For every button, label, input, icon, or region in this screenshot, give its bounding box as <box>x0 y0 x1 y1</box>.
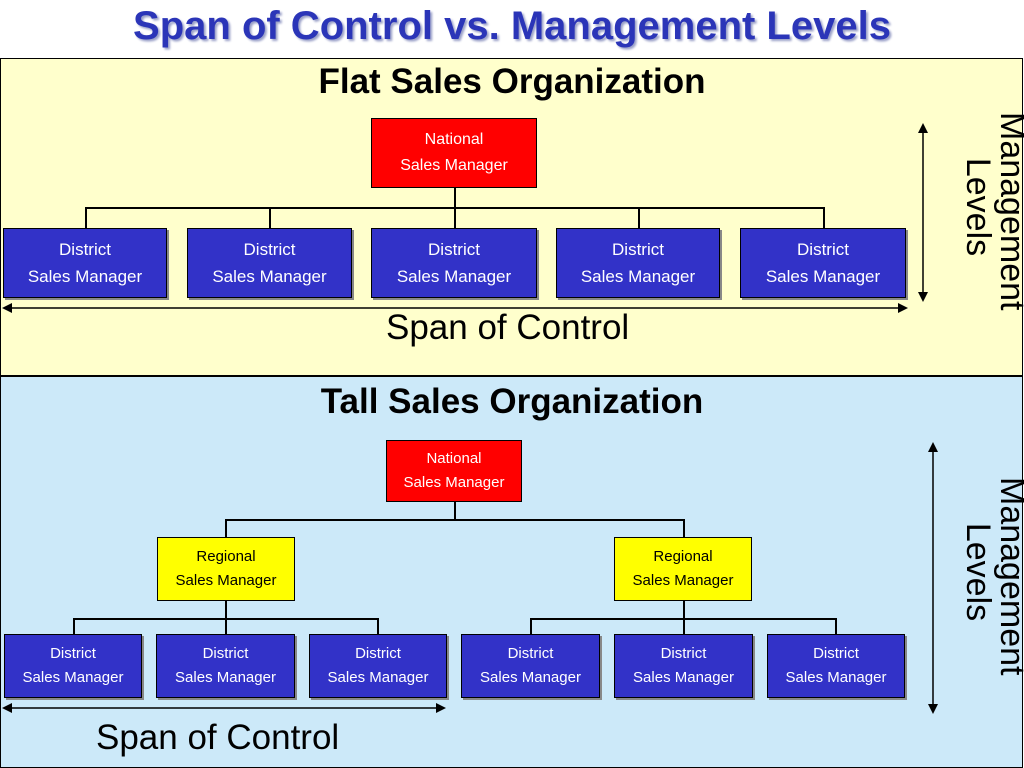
flat-district-sales-manager-box: District Sales Manager <box>187 228 352 298</box>
tall-connector-drop <box>73 618 75 635</box>
flat-district-sales-manager-box: District Sales Manager <box>740 228 906 298</box>
tall-connector-drop <box>377 618 379 635</box>
tall-district-sales-manager-box: District Sales Manager <box>767 634 905 698</box>
box-label-line2: Sales Manager <box>632 572 734 589</box>
tall-connector-drop <box>225 519 227 538</box>
flat-national-sales-manager-box: National Sales Manager <box>371 118 537 188</box>
flat-organization-heading: Flat Sales Organization <box>318 62 706 101</box>
tall-management-levels-label: Management Levels <box>957 477 1024 676</box>
tall-span-of-control-label: Span of Control <box>96 718 340 757</box>
box-label-line2: Sales Manager <box>22 669 124 686</box>
tall-district-sales-manager-box: District Sales Manager <box>156 634 295 698</box>
flat-district-sales-manager-box: District Sales Manager <box>556 228 720 298</box>
box-label-line1: National <box>424 131 484 149</box>
box-label-line1: District <box>243 239 296 259</box>
box-label-line1: District <box>59 239 111 259</box>
levels-label-line2: Levels <box>959 157 997 257</box>
box-label-line1: Regional <box>653 548 713 565</box>
tall-connector-drop <box>530 618 532 635</box>
box-label-line1: District <box>202 645 249 662</box>
flat-connector-drop <box>85 207 87 228</box>
tall-district-sales-manager-box: District Sales Manager <box>614 634 753 698</box>
levels-label-line2: Levels <box>959 522 997 622</box>
tall-connector-drop <box>835 618 837 635</box>
tall-district-sales-manager-box: District Sales Manager <box>309 634 447 698</box>
box-label-line1: District <box>507 645 554 662</box>
flat-connector-drop <box>638 207 640 228</box>
tall-connector-trunk <box>225 601 227 619</box>
box-label-line2: Sales Manager <box>400 157 508 174</box>
tall-connector-trunk <box>683 601 685 619</box>
box-label-line2: Sales Manager <box>212 267 327 286</box>
box-label-line2: Sales Manager <box>175 669 276 686</box>
box-label-line1: District <box>797 239 849 259</box>
box-label-line2: Sales Manager <box>175 572 277 589</box>
tall-connector-trunk <box>454 502 456 520</box>
box-label-line2: Sales Manager <box>27 267 143 286</box>
box-label-line2: Sales Manager <box>785 669 887 686</box>
tall-regional-sales-manager-box: Regional Sales Manager <box>157 537 295 601</box>
tall-national-sales-manager-box: National Sales Manager <box>386 440 522 502</box>
flat-district-sales-manager-box: District Sales Manager <box>3 228 167 298</box>
box-label-line1: District <box>428 239 480 259</box>
box-label-line1: District <box>50 645 96 662</box>
tall-connector-bar <box>225 519 685 521</box>
flat-district-sales-manager-box: District Sales Manager <box>371 228 537 298</box>
flat-organization-panel <box>0 58 1023 376</box>
box-label-line2: Sales Manager <box>580 267 696 286</box>
flat-management-levels-label: Management Levels <box>957 112 1024 311</box>
tall-regional-sales-manager-box: Regional Sales Manager <box>614 537 752 601</box>
flat-connector-drop <box>269 207 271 228</box>
levels-label-line1: Management <box>993 112 1024 311</box>
box-label-line2: Sales Manager <box>403 474 505 491</box>
flat-connector-trunk <box>454 188 456 208</box>
slide-title: Span of Control vs. Management Levels <box>133 4 891 48</box>
flat-connector-drop <box>823 207 825 228</box>
tall-organization-heading: Tall Sales Organization <box>320 382 704 421</box>
tall-organization-panel <box>0 376 1023 768</box>
box-label-line1: Regional <box>196 548 256 565</box>
tall-district-sales-manager-box: District Sales Manager <box>461 634 600 698</box>
flat-span-of-control-label: Span of Control <box>386 308 630 347</box>
tall-connector-drop <box>683 519 685 538</box>
flat-connector-drop <box>454 207 456 228</box>
box-label-line2: Sales Manager <box>765 267 881 286</box>
tall-connector-drop <box>683 618 685 635</box>
box-label-line1: District <box>813 645 859 662</box>
box-label-line1: District <box>612 239 664 259</box>
box-label-line2: Sales Manager <box>327 669 429 686</box>
tall-district-sales-manager-box: District Sales Manager <box>4 634 142 698</box>
box-label-line1: District <box>660 645 707 662</box>
levels-label-line1: Management <box>993 477 1024 676</box>
box-label-line1: National <box>426 450 482 467</box>
tall-connector-drop <box>225 618 227 635</box>
box-label-line2: Sales Manager <box>633 669 734 686</box>
box-label-line1: District <box>355 645 401 662</box>
box-label-line2: Sales Manager <box>480 669 581 686</box>
box-label-line2: Sales Manager <box>396 267 512 286</box>
